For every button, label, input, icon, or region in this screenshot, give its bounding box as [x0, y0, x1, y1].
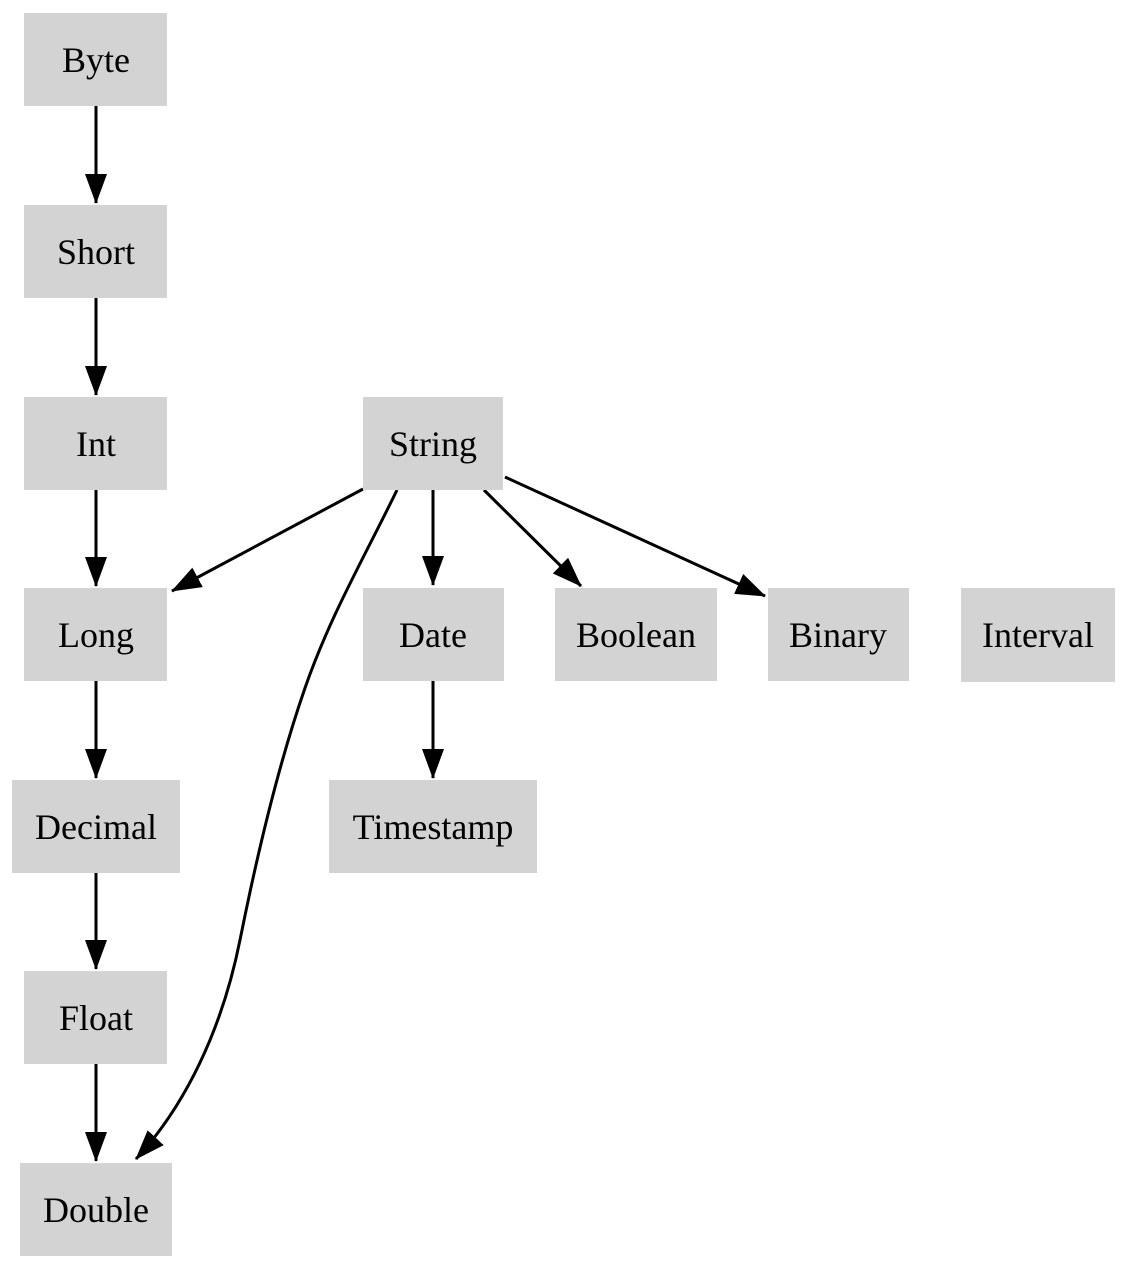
node-long-box	[24, 588, 167, 681]
node-byte-box	[24, 13, 167, 106]
edge-string-long	[171, 487, 364, 593]
node-string-box	[363, 397, 503, 490]
node-date: Date	[363, 588, 504, 681]
node-double-label: Double	[43, 1190, 149, 1230]
node-boolean-label: Boolean	[576, 615, 696, 655]
node-boolean-box	[555, 588, 717, 681]
node-byte-label: Byte	[62, 40, 130, 80]
edge-string-binary	[504, 475, 766, 598]
node-boolean: Boolean	[555, 588, 717, 681]
node-decimal-box	[12, 780, 180, 873]
node-string-label: String	[389, 424, 477, 464]
node-string: String	[363, 397, 503, 490]
node-decimal: Decimal	[12, 780, 180, 873]
node-short: Short	[24, 205, 167, 298]
node-long: Long	[24, 588, 167, 681]
node-double: Double	[20, 1163, 172, 1256]
node-interval-label: Interval	[982, 615, 1094, 655]
node-int: Int	[24, 397, 167, 490]
node-decimal-label: Decimal	[35, 807, 157, 847]
node-timestamp-label: Timestamp	[353, 807, 514, 847]
node-byte: Byte	[24, 13, 167, 106]
node-long-label: Long	[58, 615, 134, 655]
node-double-box	[20, 1163, 172, 1256]
node-binary-box	[768, 588, 909, 681]
node-timestamp-box	[329, 780, 537, 873]
node-float: Float	[24, 971, 167, 1064]
edge-string-double	[134, 489, 399, 1161]
node-date-label: Date	[399, 615, 467, 655]
node-short-label: Short	[57, 232, 135, 272]
node-interval-box	[961, 588, 1115, 682]
node-binary-label: Binary	[789, 615, 887, 655]
node-binary: Binary	[768, 588, 909, 681]
node-float-label: Float	[59, 998, 133, 1038]
node-int-label: Int	[76, 424, 116, 464]
node-int-box	[24, 397, 167, 490]
edge-string-boolean	[482, 488, 583, 588]
node-short-box	[24, 205, 167, 298]
node-timestamp: Timestamp	[329, 780, 537, 873]
node-float-box	[24, 971, 167, 1064]
node-date-box	[363, 588, 504, 681]
node-interval: Interval	[961, 588, 1115, 682]
